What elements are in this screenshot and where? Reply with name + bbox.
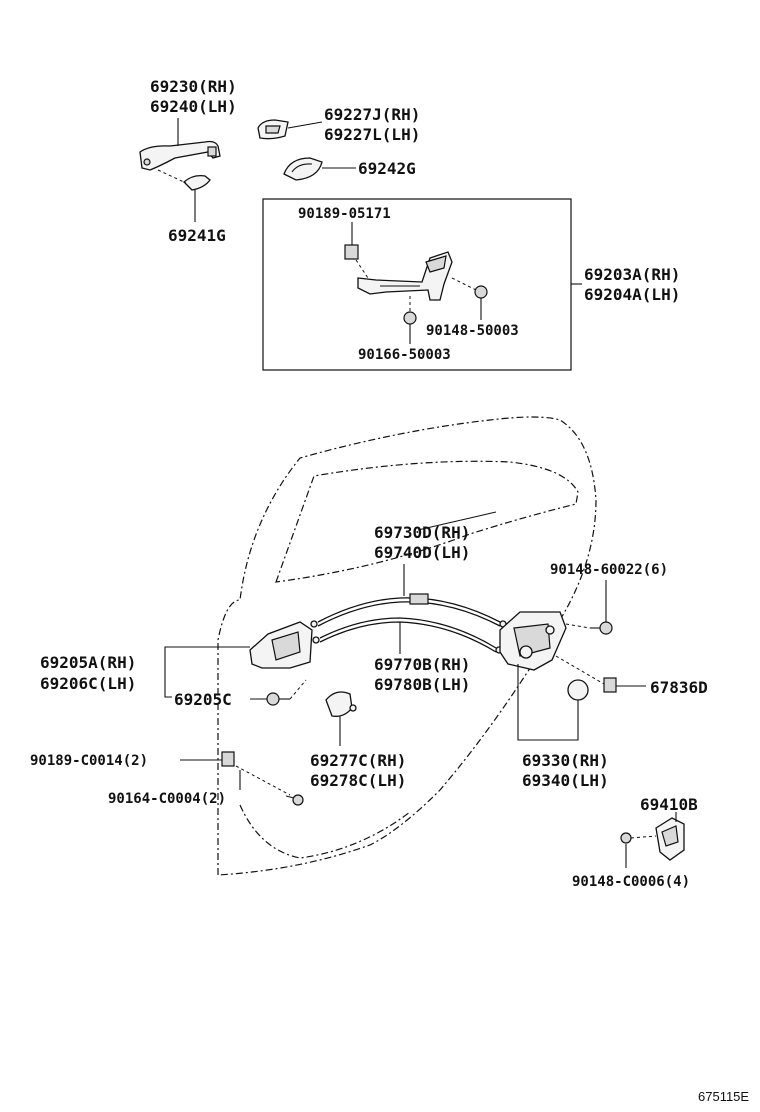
label-90148-60022: 90148-60022(6) [550,562,668,578]
label-69203A: 69203A(RH) [584,265,680,284]
label-69330: 69330(RH) [522,751,609,770]
label-69241G: 69241G [168,226,226,245]
door-outline [217,416,597,876]
label-69227L: 69227L(LH) [324,125,420,144]
bracket-69330 [517,664,579,741]
clip-90189-05171 [344,244,359,260]
clip-67836D [603,677,617,693]
label-69240: 69240(LH) [150,97,237,116]
label-90164-C0004: 90164-C0004(2) [108,791,226,807]
handle-pad-69241G [183,174,211,191]
window-outline [275,460,579,583]
label-69277C: 69277C(RH) [310,751,406,770]
label-69740D: 69740D(LH) [374,543,470,562]
leader-69730D-b [417,511,497,531]
cable-69770B [312,617,503,654]
lock-69330 [499,611,567,671]
screw-90164-C0004 [285,794,304,806]
label-67836D: 67836D [650,678,708,697]
label-90148-C0006: 90148-C0006(4) [572,874,690,890]
label-69340: 69340(LH) [522,771,609,790]
dash-90189-05171 [355,259,369,279]
screw-90148-50003 [474,285,488,299]
label-69770B: 69770B(RH) [374,655,470,674]
screw-90166-50003 [403,311,417,325]
dash-90148-50003 [451,277,477,291]
screw-69205C [266,692,290,706]
leader-69227J [287,121,323,129]
label-69205A: 69205A(RH) [40,653,136,672]
dash-90189-C0014 [235,765,291,796]
label-69206C: 69206C(LH) [40,674,136,693]
cover-69277C [325,691,357,717]
inside-handle-69205A [249,621,313,669]
label-69204A: 69204A(LH) [584,285,680,304]
label-69227J: 69227J(RH) [324,105,420,124]
pad-69242G [283,157,323,181]
clip-90189-C0014 [221,751,235,767]
dash-90148-C0006 [630,835,657,839]
label-90189-05171: 90189-05171 [298,206,391,222]
label-69278C: 69278C(LH) [310,771,406,790]
label-69780B: 69780B(LH) [374,675,470,694]
label-90148-50003: 90148-50003 [426,323,519,339]
cap-69227J [257,119,289,140]
label-69230: 69230(RH) [150,77,237,96]
figure-number: 675115E [698,1089,749,1104]
label-90189-C0014: 90189-C0014(2) [30,753,148,769]
label-90166-50003: 90166-50003 [358,347,451,363]
frame-handle-69203A [357,251,453,301]
striker-69410B [655,817,685,861]
bracket-69205A [164,646,250,698]
screw-90148-60022 [590,621,613,635]
label-69730D: 69730D(RH) [374,523,470,542]
dash-69241G [157,169,187,184]
cable-69730D [310,593,507,628]
cap-69330 [567,679,589,701]
label-69205C: 69205C [174,690,232,709]
label-69410B: 69410B [640,795,698,814]
dash-90148-60022 [565,623,591,629]
outside-handle-69230 [139,140,221,171]
label-69242G: 69242G [358,159,416,178]
dash-69205C [289,679,307,700]
door-inner-line [239,804,411,859]
screw-90148-C0006 [620,832,632,844]
